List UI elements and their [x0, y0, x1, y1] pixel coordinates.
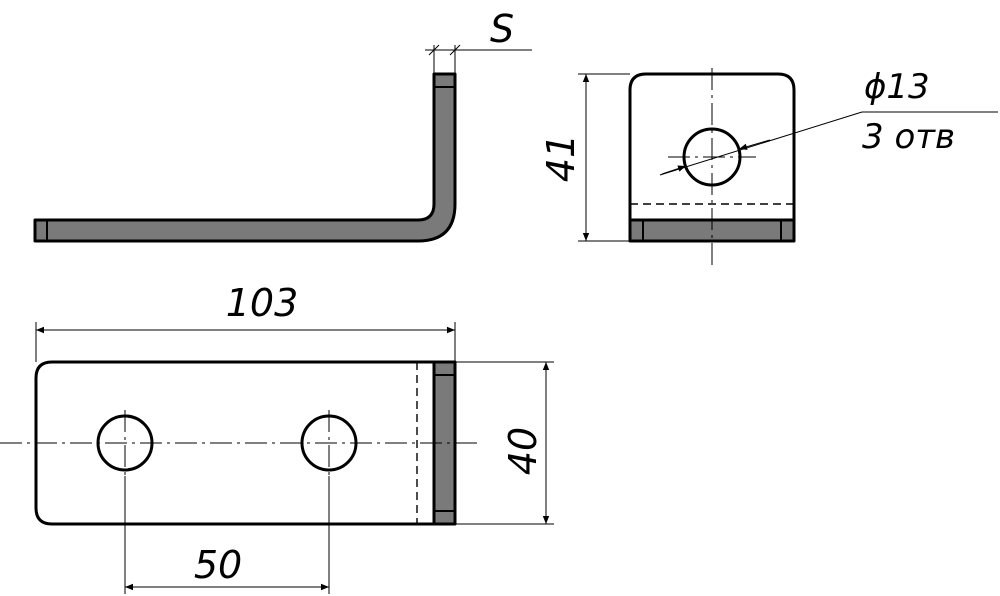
hole-leader-line: [659, 111, 863, 176]
width-label: 40: [501, 427, 545, 475]
s-tick-right: [449, 44, 461, 56]
hole-diameter-label: ϕ13: [864, 67, 930, 107]
s-tick-left: [428, 44, 440, 56]
hole-spacing-label: 50: [194, 543, 242, 587]
length-label: 103: [226, 281, 299, 325]
end-view: 41 ϕ13 3 отв: [539, 67, 998, 265]
plan-view: 103 40 50: [0, 281, 554, 594]
hole-leader-arrow-inner: [738, 139, 771, 150]
plan-outline: [34, 360, 434, 526]
height-label: 41: [539, 134, 583, 182]
thickness-label: S: [490, 7, 514, 51]
hole-count-label: 3 отв: [862, 117, 955, 157]
hole-leader-arrow-outer: [661, 165, 687, 175]
side-view: S: [33, 7, 532, 243]
l-profile-section: [33, 72, 457, 243]
